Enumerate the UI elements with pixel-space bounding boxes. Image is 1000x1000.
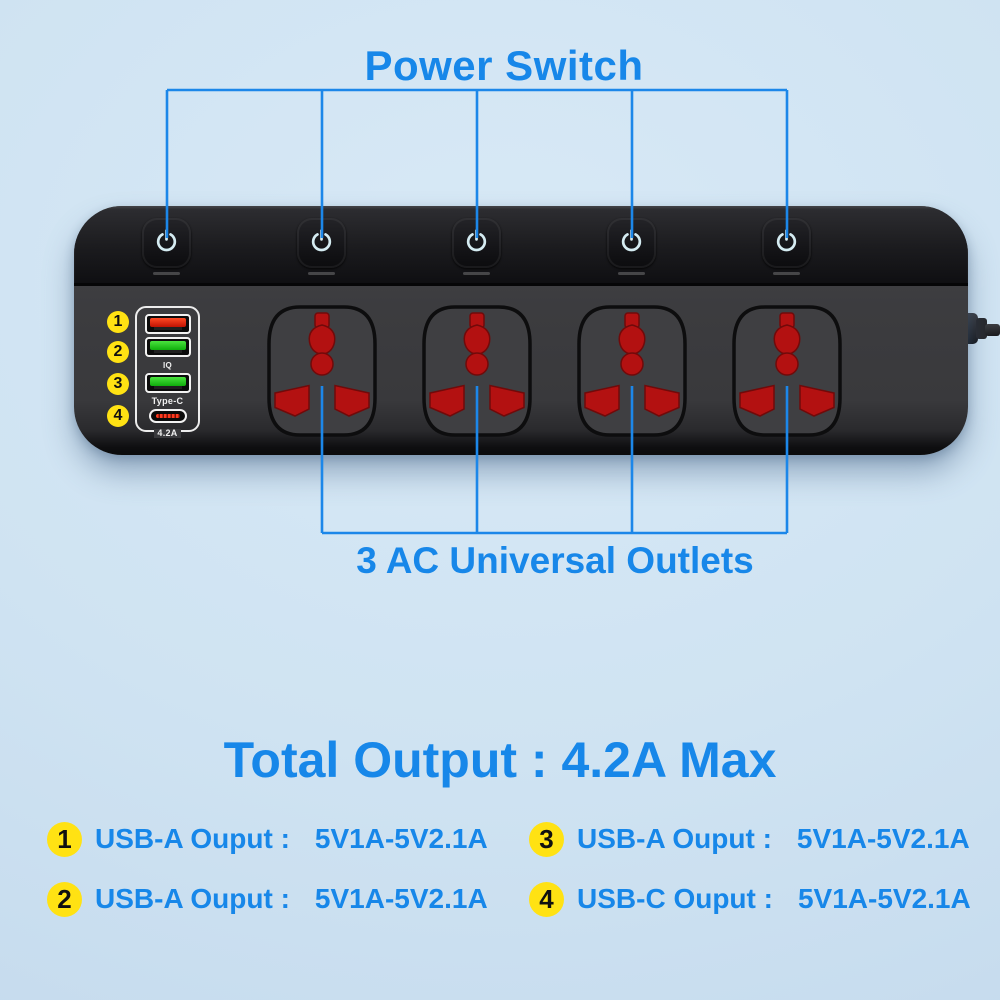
spec-value: 5V1A-5V2.1A — [797, 883, 971, 914]
usb-panel: IQ Type-C 4.2A — [135, 306, 200, 438]
total-output-heading: Total Output : 4.2A Max — [223, 732, 777, 788]
power-switch-button — [452, 218, 501, 275]
usb-port-number-badge: 1 — [107, 311, 129, 333]
usb-a-tongue — [149, 318, 186, 327]
power-strip: 1 2 3 4 IQ Type-C 4.2A — [74, 206, 968, 455]
ac-outlet — [577, 305, 687, 437]
spec-number-badge: 2 — [47, 881, 82, 917]
power-icon — [773, 227, 800, 259]
usb-total-current-row: 4.2A — [141, 429, 194, 438]
spec-row: 2 USB-A Ouput : 5V1A-5V2.1A — [47, 881, 488, 917]
usb-a-port-3 — [144, 373, 191, 394]
power-icon — [618, 227, 645, 259]
power-cord — [976, 318, 987, 339]
power-switch-button — [607, 218, 656, 275]
power-cord — [985, 324, 1000, 336]
spec-label: USB-A Ouput : — [95, 823, 290, 854]
usb-port-number-badge: 2 — [107, 341, 129, 363]
ac-outlet — [267, 305, 377, 437]
power-icon — [308, 227, 335, 259]
spec-label: USB-C Ouput : — [577, 883, 773, 914]
ac-outlet — [422, 305, 532, 437]
ac-outlets-callout-label: 3 AC Universal Outlets — [356, 540, 754, 581]
usb-port-number-badge: 4 — [107, 405, 129, 427]
usb-port-number-badge: 3 — [107, 373, 129, 395]
iq-label: IQ — [162, 360, 173, 370]
power-icon — [463, 227, 490, 259]
spec-number-badge: 4 — [529, 881, 564, 917]
spec-row: 4 USB-C Ouput : 5V1A-5V2.1A — [529, 881, 971, 917]
usb-a-tongue — [149, 377, 186, 387]
usb-a-port-1 — [144, 314, 191, 334]
spec-value: 5V1A-5V2.1A — [314, 823, 488, 854]
strip-top-band — [74, 206, 968, 286]
power-icon — [153, 227, 180, 259]
power-switch-callout-label: Power Switch — [364, 42, 644, 89]
spec-row: 1 USB-A Ouput : 5V1A-5V2.1A — [47, 821, 488, 857]
spec-value: 5V1A-5V2.1A — [796, 823, 970, 854]
ac-outlet — [732, 305, 842, 437]
power-switch-button — [762, 218, 811, 275]
type-c-label: Type-C — [151, 395, 184, 406]
usb-a-port-2 — [144, 337, 191, 358]
power-switch-button — [297, 218, 346, 275]
usb-a-tongue — [149, 341, 186, 351]
power-switch-button — [142, 218, 191, 275]
spec-number-badge: 3 — [529, 821, 564, 857]
usb-c-pins — [155, 413, 180, 418]
spec-number-badge: 1 — [47, 821, 82, 857]
spec-label: USB-A Ouput : — [577, 823, 772, 854]
spec-value: 5V1A-5V2.1A — [314, 883, 488, 914]
usb-total-current-label: 4.2A — [154, 429, 181, 438]
usb-c-port-4 — [148, 408, 187, 423]
spec-label: USB-A Ouput : — [95, 883, 290, 914]
spec-row: 3 USB-A Ouput : 5V1A-5V2.1A — [529, 821, 970, 857]
